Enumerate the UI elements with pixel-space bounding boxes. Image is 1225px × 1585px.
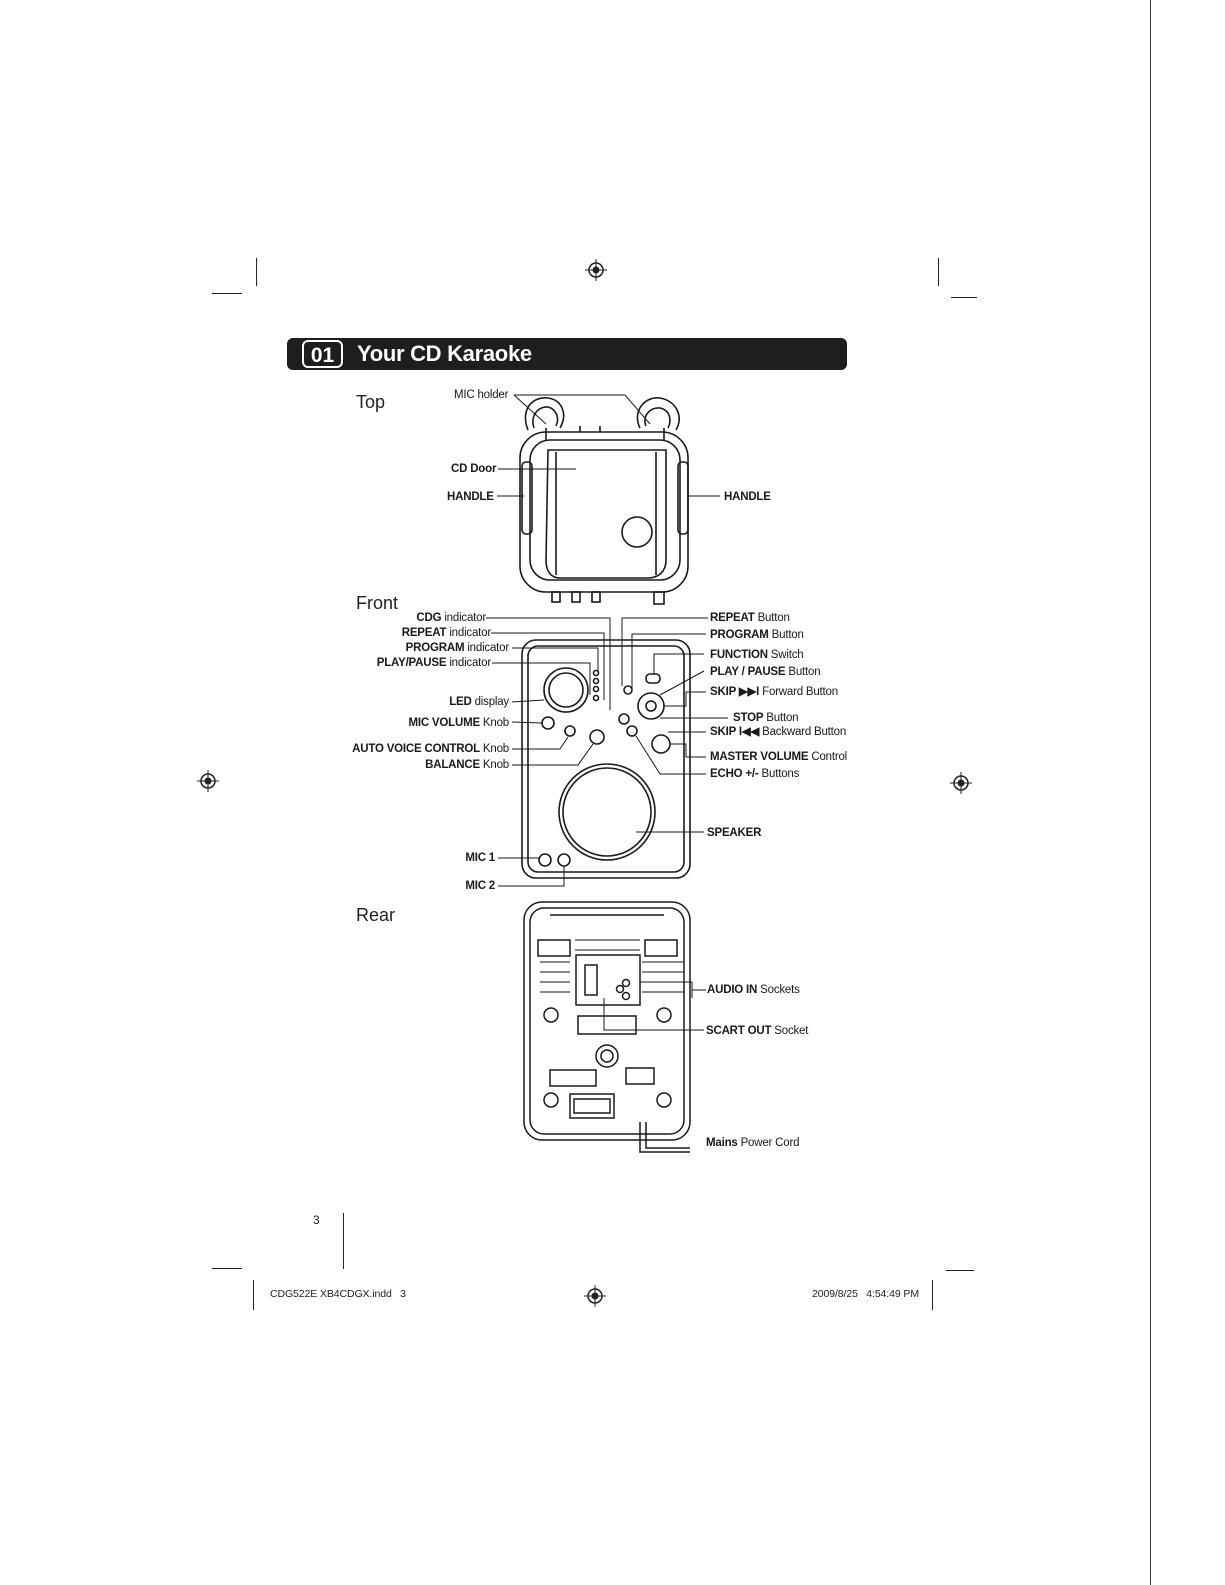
registration-mark-icon [584, 1285, 606, 1307]
label-mic-2: MIC 2 [465, 880, 495, 892]
registration-mark-icon [950, 772, 972, 794]
label-play-pause-indicator: PLAY/PAUSE indicator [376, 657, 491, 669]
page-edge-line [1150, 0, 1151, 1585]
label-mains-power-cord: Mains Power Cord [706, 1137, 800, 1149]
label-repeat-indicator: REPEAT indicator [401, 627, 491, 639]
label-audio-in-sockets: AUDIO IN Sockets [707, 984, 800, 996]
label-mic-volume-knob: MIC VOLUME Knob [408, 717, 509, 729]
label-program-button: PROGRAM Button [710, 629, 804, 641]
section-number-badge: 01 [302, 340, 343, 368]
label-scart-out-socket: SCART OUT Socket [706, 1025, 809, 1037]
front-view-heading: Front [356, 593, 399, 613]
label-led-display: LED display [449, 696, 509, 708]
label-skip-backward-button: SKIP I◀◀ Backward Button [710, 726, 847, 738]
crop-mark [212, 1268, 242, 1269]
crop-mark [938, 258, 939, 286]
crop-mark [951, 297, 977, 298]
label-function-switch: FUNCTION Switch [710, 649, 804, 661]
rear-view-heading: Rear [356, 905, 396, 925]
label-handle-left: HANDLE [447, 491, 494, 503]
label-echo-buttons: ECHO +/- Buttons [710, 768, 800, 780]
label-cdg-indicator: CDG indicator [416, 612, 486, 624]
label-auto-voice-control-knob: AUTO VOICE CONTROL Knob [352, 743, 509, 755]
section-title: Your CD Karaoke [357, 341, 532, 366]
label-stop-button: STOP Button [733, 712, 799, 724]
footer-filename: CDG522E XB4CDGX.indd 3 [270, 1288, 406, 1300]
crop-mark [253, 1280, 254, 1310]
label-cd-door: CD Door [451, 463, 497, 475]
footer-timestamp: 2009/8/25 4:54:49 PM [812, 1288, 919, 1300]
label-program-indicator: PROGRAM indicator [405, 642, 510, 654]
top-view-drawing [519, 397, 689, 605]
rear-view-drawing [523, 901, 691, 1153]
crop-mark [946, 1270, 974, 1271]
crop-mark [343, 1213, 344, 1269]
label-balance-knob: BALANCE Knob [425, 759, 509, 771]
label-play-pause-button: PLAY / PAUSE Button [710, 666, 821, 678]
label-repeat-button: REPEAT Button [710, 612, 790, 624]
section-header-bar [287, 338, 847, 370]
label-mic-holder: MIC holder [454, 389, 509, 401]
page-number: 3 [313, 1213, 320, 1227]
label-handle-right: HANDLE [724, 491, 771, 503]
label-master-volume-control: MASTER VOLUME Control [710, 751, 848, 763]
label-speaker: SPEAKER [707, 827, 762, 839]
registration-mark-icon [197, 770, 219, 792]
front-view-drawing [521, 639, 691, 879]
label-mic-1: MIC 1 [465, 852, 495, 864]
crop-mark [212, 293, 242, 294]
registration-mark-icon [585, 259, 607, 281]
crop-mark [932, 1280, 933, 1310]
top-view-heading: Top [356, 392, 386, 412]
label-skip-forward-button: SKIP ▶▶I Forward Button [710, 686, 838, 698]
crop-mark [256, 258, 257, 286]
